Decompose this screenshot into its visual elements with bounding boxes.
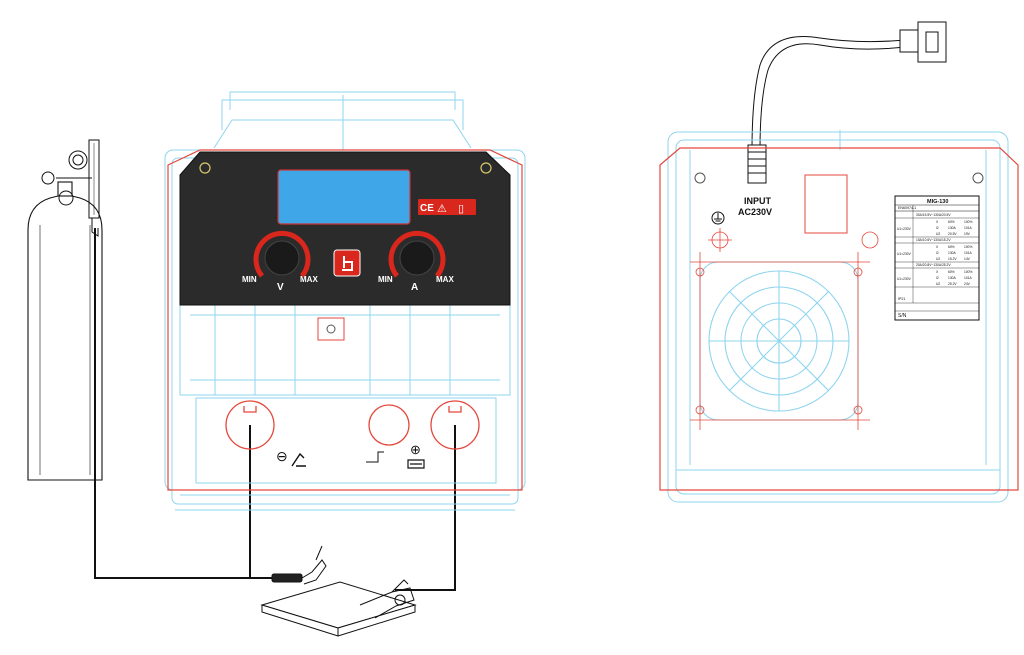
s3-row1-c1: X xyxy=(936,270,939,274)
current-min-label: MIN xyxy=(378,275,393,284)
s2-row3-c3: 14V xyxy=(964,257,971,261)
torch-symbol-icon xyxy=(291,452,306,467)
s2-row2-c3: 101A xyxy=(964,251,973,255)
s2-row2-c1: I2 xyxy=(936,251,939,255)
s2-row1-c1: X xyxy=(936,245,939,249)
s2-row1-c2: 60% xyxy=(948,245,955,249)
s3-row2-c1: I2 xyxy=(936,276,939,280)
s1-row1-c2: 60% xyxy=(948,220,955,224)
rear-panel-view: INPUT AC230V xyxy=(659,21,1019,503)
s1-row2-c3: 101A xyxy=(964,226,973,230)
gas-cylinder-icon xyxy=(27,181,103,481)
input-voltage-label: AC230V xyxy=(738,207,772,217)
front-panel-view: CE ⚠ ▯ MIN MAX V MIN MAX A xyxy=(164,91,526,511)
nameplate-model: MIG-130 xyxy=(927,199,948,205)
screw-icon xyxy=(199,162,211,174)
s2-row3-c2: 15.2V xyxy=(948,257,957,261)
gas-outlet[interactable] xyxy=(368,404,410,446)
s2-supply: U1=230V xyxy=(897,252,912,256)
s1-row3-c1: U2 xyxy=(936,232,940,236)
screw-icon xyxy=(480,162,492,174)
s3-row2-c2: 130A xyxy=(948,276,957,280)
s2-row3-c1: U2 xyxy=(936,257,940,261)
connection-cables xyxy=(94,228,456,591)
lcd-display xyxy=(277,169,411,225)
hand-pointer-icon xyxy=(342,256,353,271)
s3-row2-c3: 101A xyxy=(964,276,973,280)
s3-supply: U1=230V xyxy=(897,277,912,281)
s1-row3-c2: 20.5V xyxy=(948,232,957,236)
rear-red-outline xyxy=(659,147,1019,491)
voltage-max-label: MAX xyxy=(300,275,318,284)
s1-row3-c3: 19V xyxy=(964,232,971,236)
section-2-range: 15A/10.6V~130A/15.2V xyxy=(916,238,951,242)
voltage-min-label: MIN xyxy=(242,275,257,284)
ce-mark: CE xyxy=(420,203,434,214)
input-label: INPUT xyxy=(744,196,772,206)
s1-row2-c2: 130A xyxy=(948,226,957,230)
negative-symbol: ⊖ xyxy=(276,448,288,464)
voltage-label: V xyxy=(277,282,284,293)
certification-marks: CE ⚠ ▯ xyxy=(418,199,476,215)
rear-vent-window xyxy=(804,174,848,234)
s3-row3-c3: 24V xyxy=(964,282,971,286)
section-1-range: 30A/15.5V~130A/20.5V xyxy=(916,213,951,217)
positive-terminal[interactable] xyxy=(430,400,480,450)
fan-grille-icon xyxy=(699,261,859,421)
s1-supply: U1=230V xyxy=(897,227,912,231)
nameplate-standard: EN60974-1 xyxy=(898,206,916,210)
workpiece-icon xyxy=(260,581,417,637)
work-clamp-icon xyxy=(359,579,415,619)
manual-icon: ▯ xyxy=(458,203,464,215)
negative-terminal[interactable] xyxy=(225,400,275,450)
panel-latch xyxy=(317,317,345,341)
positive-symbol: ⊕ xyxy=(410,442,421,457)
serial-label: S/N xyxy=(898,313,907,319)
current-max-label: MAX xyxy=(436,275,454,284)
rear-blue-outline xyxy=(667,130,1009,503)
warning-icon: ⚠ xyxy=(437,203,447,215)
section-3-range: 20A/20.8V~130A/25.2V xyxy=(916,263,951,267)
current-knob[interactable] xyxy=(388,230,446,278)
welding-torch-icon xyxy=(271,545,327,585)
mode-button[interactable] xyxy=(333,249,361,277)
s3-row3-c1: U2 xyxy=(936,282,940,286)
rating-nameplate: MIG-130 EN60974-1 30A/15.5V~130A/20.5V X… xyxy=(894,195,980,321)
protection-rating: IP21 xyxy=(898,297,905,301)
front-red-outline xyxy=(167,149,523,491)
s3-row1-c2: 60% xyxy=(948,270,955,274)
s1-row1-c1: X xyxy=(936,220,939,224)
s2-row1-c3: 100% xyxy=(964,245,973,249)
voltage-knob[interactable] xyxy=(253,230,311,278)
clamp-symbol-icon xyxy=(407,459,425,469)
s1-row2-c1: I2 xyxy=(936,226,939,230)
current-label: A xyxy=(411,282,418,293)
s2-row2-c2: 130A xyxy=(948,251,957,255)
power-cable-icon xyxy=(747,21,947,184)
gas-symbol-icon xyxy=(366,451,384,463)
s3-row3-c2: 25.2V xyxy=(948,282,957,286)
s1-row1-c3: 100% xyxy=(964,220,973,224)
earth-ground-icon xyxy=(711,211,725,225)
s3-row1-c3: 100% xyxy=(964,270,973,274)
